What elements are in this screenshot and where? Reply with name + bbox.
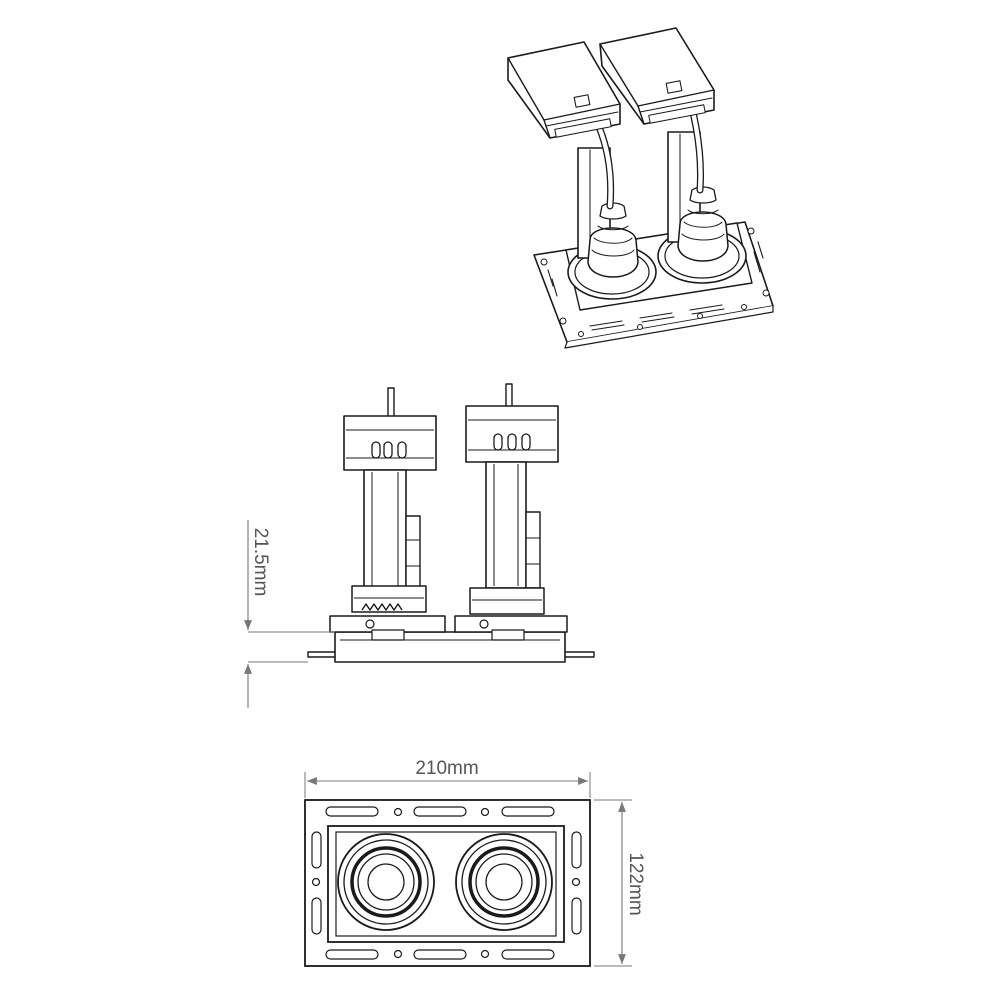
depth-dimension: 122mm [594,799,646,967]
isometric-view [507,27,774,349]
width-dimension: 210mm [304,758,591,798]
height-dimension-label: 21.5mm [250,528,271,597]
height-dimension: 21.5mm [244,520,335,708]
side-view: 21.5mm [244,383,595,708]
iso-lamp-left [507,41,657,300]
side-unit-left [343,387,437,613]
iso-lamp-right [599,27,747,284]
side-unit-right [465,383,559,615]
depth-dimension-label: 122mm [625,852,646,915]
front-view: 210mm 122mm [304,758,646,967]
front-lens-left [337,833,435,931]
width-dimension-label: 210mm [415,758,478,779]
side-mounting-plate [307,615,595,663]
front-lens-right [455,833,553,931]
